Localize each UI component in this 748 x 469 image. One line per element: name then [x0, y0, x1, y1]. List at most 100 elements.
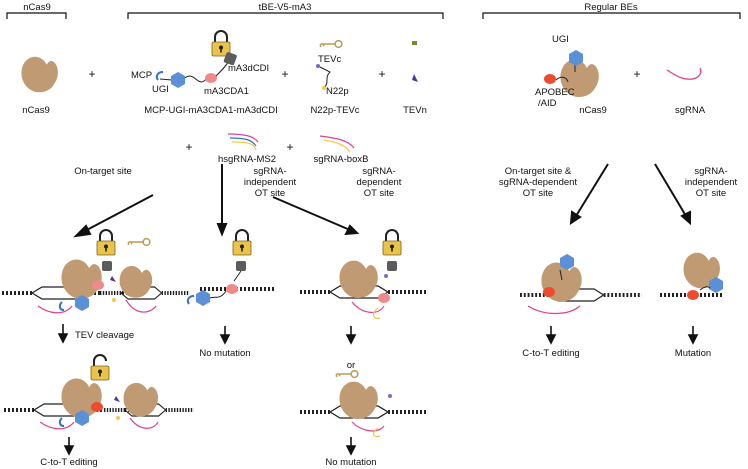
svg-text:dependent: dependent: [357, 177, 402, 188]
mcp-shape: [155, 71, 164, 81]
tevn-shape: [412, 74, 418, 82]
n22p-fragment: [116, 416, 120, 420]
svg-text:independent: independent: [685, 177, 738, 188]
sgrna-boxb-label: sgRNA-boxB: [314, 154, 369, 165]
svg-text:OT site: OT site: [364, 188, 394, 199]
sgrna-dependent-blocked-complex: [299, 369, 429, 438]
regular-on-target-complex: [519, 254, 643, 315]
hsgrna-blue-strand: [229, 137, 257, 147]
tevn-label: TEVn: [403, 105, 427, 116]
header-tbe: tBE-V5-mA3: [127, 2, 444, 19]
lock-icon: [211, 30, 231, 57]
flow-arrows: [73, 163, 691, 238]
header-regular: Regular BEs: [482, 2, 741, 19]
key-icon: [319, 39, 343, 49]
svg-text:sgRNA-: sgRNA-: [694, 166, 727, 177]
svg-text:sgRNA-: sgRNA-: [362, 166, 395, 177]
ncas9-protein: nCas9: [21, 56, 58, 116]
no-mutation-dep-label: No mutation: [325, 457, 376, 468]
ma3dcdi-label: mA3dCDI: [228, 63, 269, 74]
header-ncas9-label: nCas9: [23, 2, 50, 13]
sgrna-boxb: sgRNA-boxB: [314, 135, 369, 165]
sgrna-shape: [666, 67, 702, 80]
branch-sgrna-dependent-label: sgRNA- dependent OT site: [357, 166, 402, 199]
arrow-regular-independent: [654, 163, 687, 217]
tev-cleavage-label: TEV cleavage: [75, 330, 134, 341]
plus-sign: +: [633, 67, 640, 81]
tevn-construct: TEVn: [403, 41, 427, 116]
mutation-regular-label: Mutation: [675, 348, 711, 359]
lock-icon: [96, 229, 116, 256]
mcp-shape: [58, 301, 65, 311]
ctot-editing-tbe-label: C-to-T editing: [40, 457, 97, 468]
mcp-shape: [58, 417, 65, 427]
hsgrna-label: hsgRNA-MS2: [218, 154, 276, 165]
svg-text:OT site: OT site: [255, 188, 285, 199]
apobec-shape: [687, 290, 699, 300]
on-target-complex: [1, 229, 191, 314]
tevn-shape: [110, 276, 116, 282]
open-lock-icon: [90, 354, 110, 381]
ugi-hexagon: [196, 290, 210, 306]
mcp-label: MCP: [131, 70, 152, 81]
tevc-fragment: [316, 64, 320, 68]
ma3cda1-shape: [378, 293, 390, 303]
hsgrna-ms2: hsgRNA-MS2: [218, 133, 276, 165]
sgrna-boxb-pink-strand: [319, 135, 355, 149]
ma3dcdi-shape: [223, 52, 237, 66]
ma3cda1-shape: [205, 73, 217, 83]
header-ncas9: nCas9: [6, 2, 67, 19]
plus-sign: +: [88, 67, 95, 81]
no-mutation-indep-label: No mutation: [199, 348, 250, 359]
ugi-regular-label: UGI: [552, 34, 569, 45]
apobec-label-1: APOBEC: [535, 87, 575, 98]
or-label: or: [347, 360, 355, 371]
mcp-shape: [186, 295, 195, 305]
n22p-tevc-construct: TEVc N22p N22p-TEVc: [310, 39, 360, 116]
ugi-hexagon: [171, 72, 185, 88]
lock-icon: [382, 229, 402, 256]
plus-sign: +: [378, 67, 385, 81]
cas9-shape: [119, 265, 153, 298]
lock-icon: [232, 229, 252, 256]
ma3dcdi-shape: [236, 261, 246, 271]
tevn-shape: [114, 396, 120, 402]
svg-text:OT site: OT site: [523, 188, 553, 199]
svg-text:On-target site &: On-target site &: [505, 166, 572, 177]
plus-sign: +: [281, 67, 288, 81]
cas9-shape: [21, 56, 58, 93]
plus-sign: +: [185, 140, 192, 154]
regular-independent-complex: [660, 252, 723, 300]
regular-ncas9-label: nCas9: [579, 105, 606, 116]
ma3cda1-label: mA3CDA1: [204, 86, 249, 97]
cleaved-complex: [3, 354, 195, 430]
regular-be-construct: UGI APOBEC /AID nCas9: [535, 34, 607, 116]
arrow-regular-on-target: [575, 163, 609, 217]
n22p-fragment: [112, 298, 116, 302]
arrow-on-target: [82, 194, 154, 233]
branch-sgrna-independent-label: sgRNA- independent OT site: [244, 166, 297, 199]
outcome-arrows: [57, 324, 699, 456]
tevc-fragment: [388, 394, 392, 398]
tevn-small-icon: [412, 41, 417, 45]
mcp-ugi-ma3-construct: MCP UGI mA3CDA1 mA3dCDI MCP-UGI-mA3CDA1-…: [131, 30, 278, 116]
ma3cda1-shape: [92, 280, 104, 290]
tevc-label: TEVc: [318, 54, 341, 65]
cas9-shape: [123, 382, 159, 417]
dna-double-strand: [519, 288, 643, 302]
ma3dcdi-shape: [102, 261, 112, 271]
cas9-shape: [339, 260, 378, 299]
svg-text:sgRNA-: sgRNA-: [253, 166, 286, 177]
plus-sign: +: [286, 140, 293, 154]
ma3cda1-active-shape: [91, 402, 103, 412]
mcp-construct-label: MCP-UGI-mA3CDA1-mA3dCDI: [144, 105, 278, 116]
ncas9-label: nCas9: [22, 105, 49, 116]
branch-regular-on-target-label: On-target site & sgRNA-dependent OT site: [499, 166, 578, 199]
header-tbe-label: tBE-V5-mA3: [259, 2, 312, 13]
n22p-tevc-label: N22p-TEVc: [310, 105, 359, 116]
arrow-sgrna-dependent: [272, 196, 351, 231]
sgrna-boxb-yellow-strand: [323, 139, 351, 153]
n22p-fragment: [322, 86, 326, 90]
svg-text:sgRNA-dependent: sgRNA-dependent: [499, 177, 578, 188]
